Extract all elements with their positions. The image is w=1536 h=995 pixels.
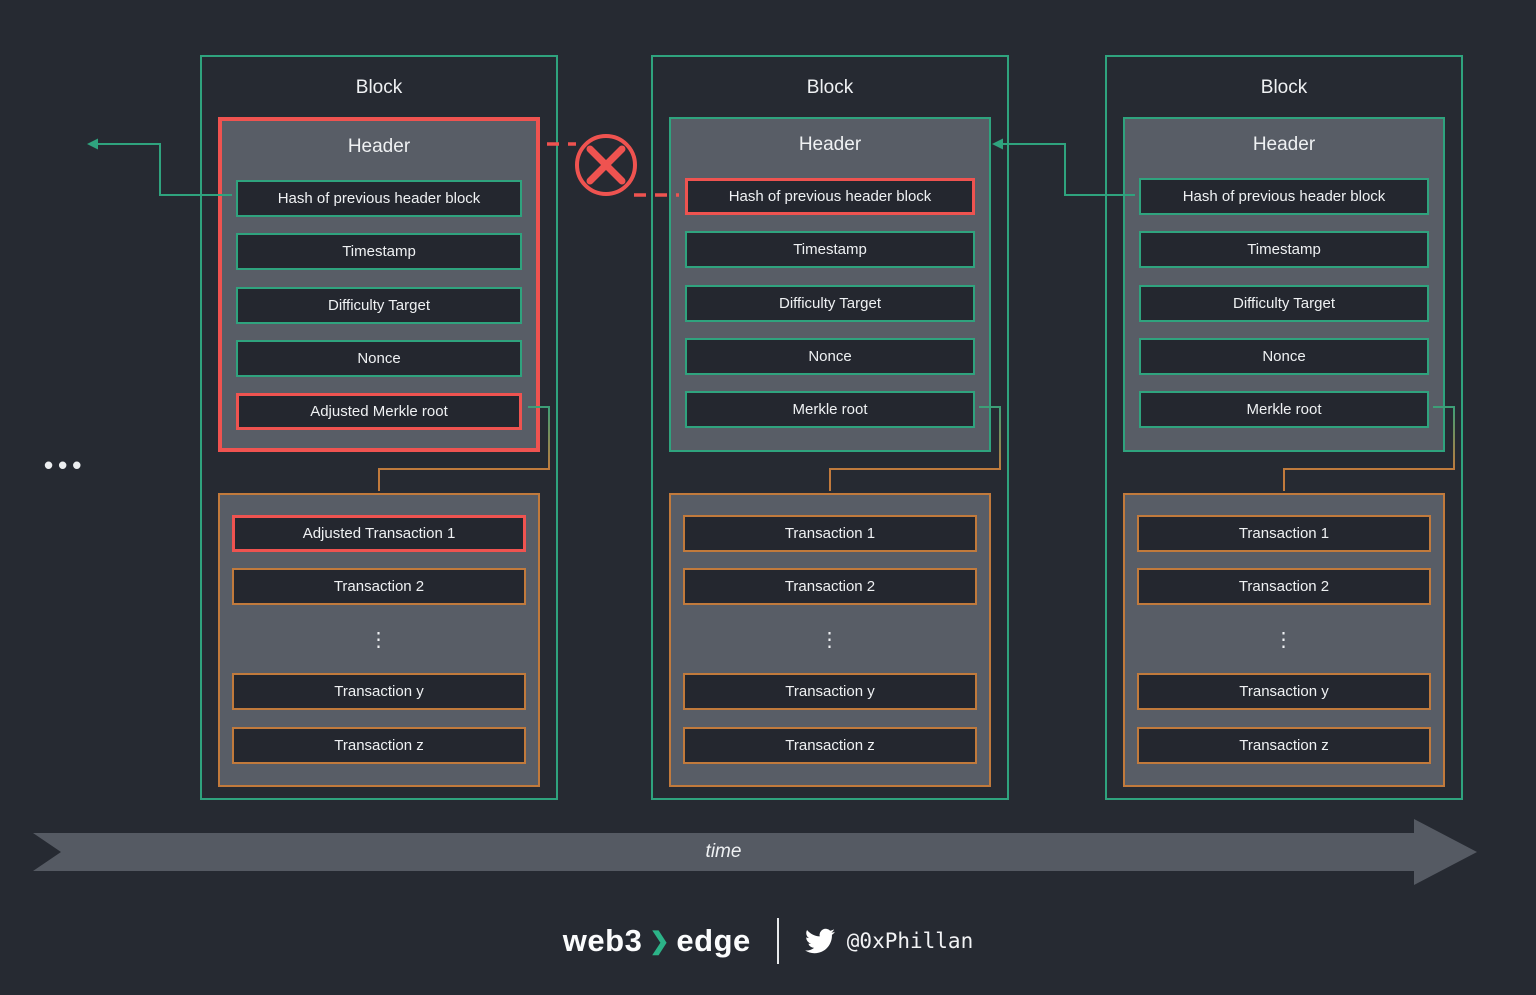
header-field: Hash of previous header block [685,178,975,215]
header-field: Hash of previous header block [236,180,522,217]
block-title: Block [355,77,403,98]
header-field: Difficulty Target [685,285,975,322]
time-axis-band: time [33,833,1414,871]
brand-web3-text: web3 [562,923,643,958]
header-field: Difficulty Target [236,287,522,324]
web3edge-logo: web3 ❯ edge [563,923,751,959]
twitter-bird-icon [804,928,835,954]
block-2: Block Header Hash of previous header blo… [651,55,1009,800]
block-transactions-box: Transaction 1 Transaction 2 ⋮ Transaction y… [669,493,991,787]
broken-link-icon [575,134,637,196]
block-header-title: Header [1252,134,1316,155]
transaction-item: Adjusted Transaction 1 [232,515,526,552]
header-field: Nonce [236,340,522,377]
brand-edge-text: edge [676,923,751,958]
brand-chevron-icon: ❯ [649,927,670,955]
transactions-ellipsis: ⋮ [819,629,841,651]
hash-arrow-head-left [87,138,98,150]
transaction-item: Transaction 2 [232,568,526,605]
block-3: Block Header Hash of previous header blo… [1105,55,1463,800]
transaction-item: Transaction y [683,673,977,710]
transaction-item: Transaction 1 [683,515,977,552]
header-field: Merkle root [685,391,975,428]
time-axis-label: time [705,841,742,862]
block-header-title: Header [798,134,862,155]
transactions-ellipsis: ⋮ [1273,629,1295,651]
twitter-handle: @0xPhillan [846,929,974,953]
header-field: Difficulty Target [1139,285,1429,322]
block-title: Block [806,77,854,98]
block-1: Block Header Hash of previous header blo… [200,55,558,800]
header-field: Nonce [1139,338,1429,375]
header-field: Adjusted Merkle root [236,393,522,430]
twitter-credit: @0xPhillan [804,926,974,956]
transaction-item: Transaction z [683,727,977,764]
header-field: Timestamp [1139,231,1429,268]
header-field: Hash of previous header block [1139,178,1429,215]
footer: web3 ❯ edge @0xPhillan [0,914,1536,968]
block-transactions-box: Adjusted Transaction 1 Transaction 2 ⋮ Tran… [218,493,540,787]
header-field: Timestamp [236,233,522,270]
block-header-title: Header [347,136,411,157]
time-axis-arrowhead-icon [1414,819,1477,885]
previous-blocks-ellipsis: ••• [44,450,87,480]
header-field: Timestamp [685,231,975,268]
header-field: Nonce [685,338,975,375]
block-transactions-box: Transaction 1 Transaction 2 ⋮ Transaction y… [1123,493,1445,787]
footer-divider [776,918,779,964]
header-field: Merkle root [1139,391,1429,428]
transaction-item: Transaction y [232,673,526,710]
transaction-item: Transaction z [232,727,526,764]
transaction-item: Transaction z [1137,727,1431,764]
transaction-item: Transaction 1 [1137,515,1431,552]
transaction-item: Transaction 2 [1137,568,1431,605]
transaction-item: Transaction y [1137,673,1431,710]
block-title: Block [1260,77,1308,98]
transaction-item: Transaction 2 [683,568,977,605]
transactions-ellipsis: ⋮ [368,629,390,651]
